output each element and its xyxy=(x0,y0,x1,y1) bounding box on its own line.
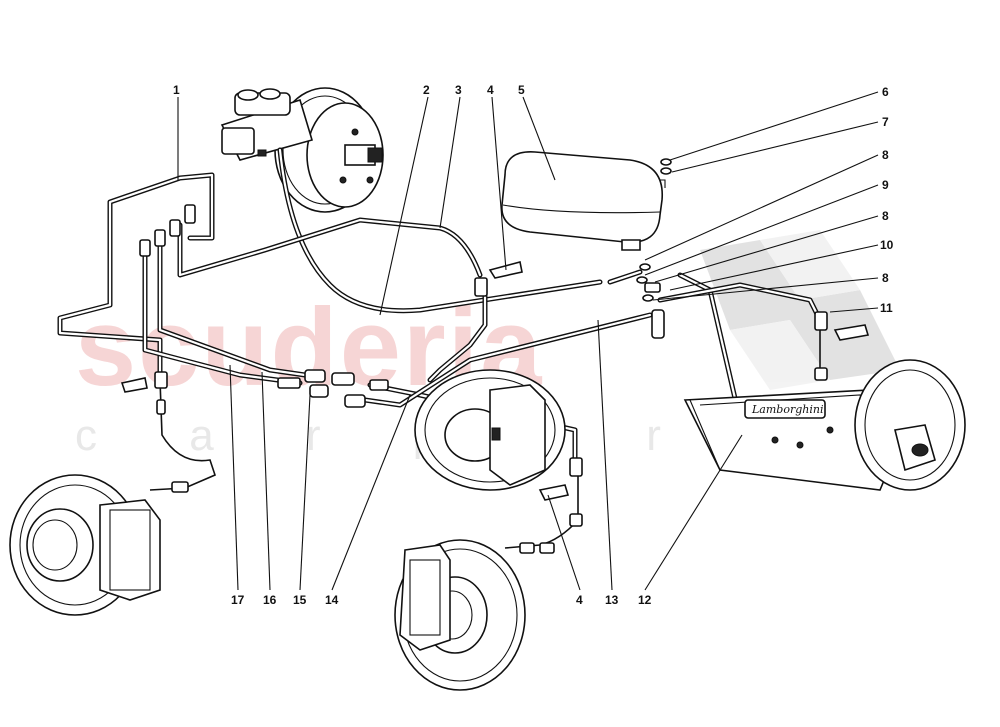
callout-8-top: 8 xyxy=(882,148,889,162)
callout-3: 3 xyxy=(455,83,462,97)
reservoir-fittings xyxy=(607,263,665,339)
fluid-reservoir xyxy=(501,151,672,251)
callout-15: 15 xyxy=(293,593,307,607)
callout-5: 5 xyxy=(518,83,525,97)
brake-lines xyxy=(57,147,823,549)
brake-booster-master-cylinder xyxy=(220,87,384,213)
callout-17: 17 xyxy=(231,593,245,607)
callout-4-top: 4 xyxy=(487,83,494,97)
callout-14: 14 xyxy=(325,593,339,607)
callout-4-bottom: 4 xyxy=(576,593,583,607)
callout-16: 16 xyxy=(263,593,277,607)
callouts: 1 2 3 4 5 6 7 8 9 8 10 8 11 17 16 15 14 … xyxy=(173,83,894,607)
callout-1: 1 xyxy=(173,83,180,97)
callout-6: 6 xyxy=(882,85,889,99)
callout-13: 13 xyxy=(605,593,619,607)
fittings xyxy=(139,204,828,554)
callout-8-bottom: 8 xyxy=(882,271,889,285)
leader-lines xyxy=(177,91,879,591)
callout-8-middle: 8 xyxy=(882,209,889,223)
callout-10: 10 xyxy=(880,238,894,252)
brake-disc-centre xyxy=(414,369,566,491)
brake-disc-left xyxy=(9,474,161,616)
callout-12: 12 xyxy=(638,593,652,607)
engine-cover-assembly: Lamborghini xyxy=(683,359,966,491)
callout-11: 11 xyxy=(880,301,893,315)
brackets xyxy=(120,261,870,501)
callout-9: 9 xyxy=(882,178,889,192)
callout-2: 2 xyxy=(423,83,430,97)
engine-cover-brand: Lamborghini xyxy=(751,403,823,416)
callout-7: 7 xyxy=(882,115,889,129)
brake-disc-bottom xyxy=(394,539,526,691)
